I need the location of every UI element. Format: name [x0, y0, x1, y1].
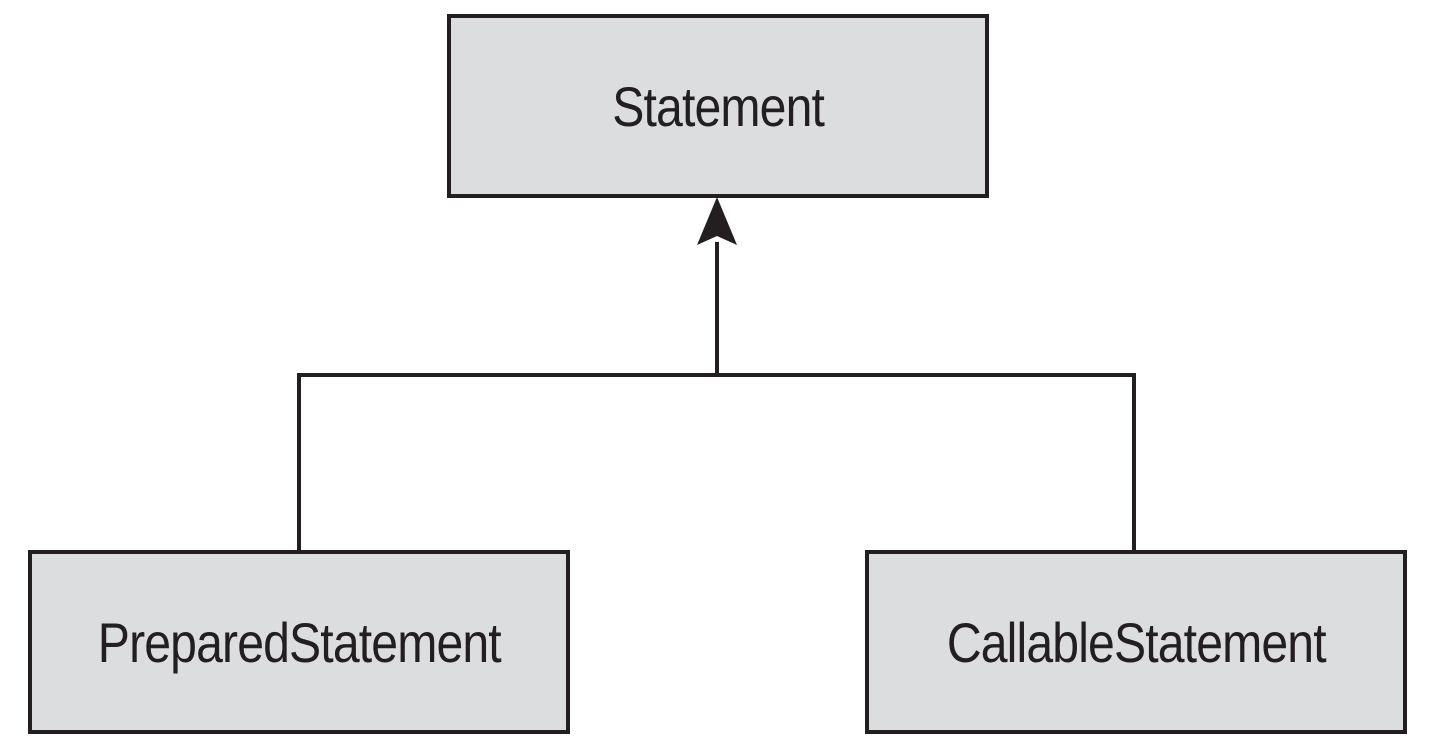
statement-class-box: Statement [447, 14, 989, 198]
callable-statement-class-box: CallableStatement [865, 550, 1407, 734]
inheritance-arrowhead-icon [697, 197, 737, 245]
prepared-statement-class-box: PreparedStatement [28, 550, 570, 734]
statement-class-label: Statement [612, 74, 825, 138]
prepared-statement-class-label: PreparedStatement [97, 610, 501, 674]
callable-statement-class-label: CallableStatement [946, 610, 1327, 674]
